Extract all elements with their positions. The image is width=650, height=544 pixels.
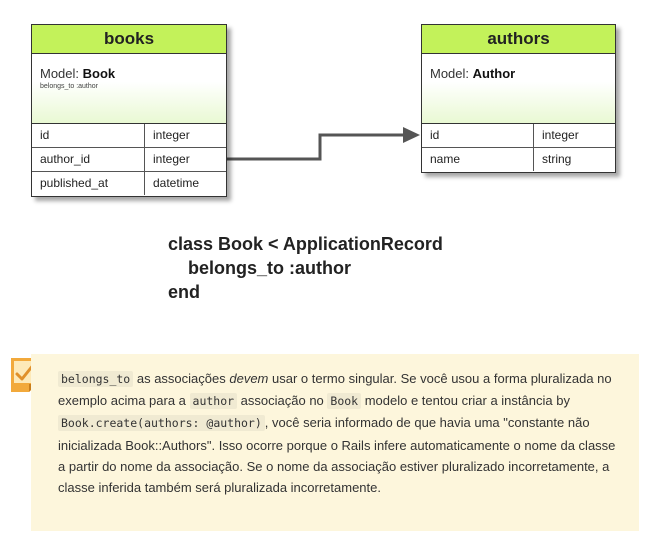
note-box: belongs_to as associações devem usar o t… xyxy=(31,354,639,531)
code-book: Book xyxy=(327,393,362,410)
note-text: associação no xyxy=(237,393,328,409)
note-text: usar o termo singular. Se você usou a fo… xyxy=(58,371,612,409)
column-name: id xyxy=(32,124,145,147)
relation-connector xyxy=(226,127,420,161)
authors-table-title: authors xyxy=(422,25,615,54)
code-book-create: Book.create(authors: @author) xyxy=(58,415,265,432)
er-diagram: books Model: Book belongs_to :author id … xyxy=(31,24,616,304)
books-model-box: Model: Book belongs_to :author xyxy=(32,54,226,124)
books-table-title: books xyxy=(32,25,226,54)
code-author: author xyxy=(189,393,238,410)
code-snippet: class Book < ApplicationRecord belongs_t… xyxy=(168,232,443,304)
model-label: Model: xyxy=(40,66,83,81)
column-name: id xyxy=(422,124,534,147)
model-name: Book xyxy=(82,66,116,81)
model-label: Model: xyxy=(430,66,473,81)
column-name: name xyxy=(422,148,534,171)
model-name: Author xyxy=(472,66,516,81)
authors-model-box: Model: Author xyxy=(422,54,615,124)
column-type: integer xyxy=(153,152,190,166)
column-name: published_at xyxy=(32,172,145,195)
note-emphasis: devem xyxy=(229,371,269,386)
code-line: end xyxy=(168,282,201,302)
association-label: belongs_to :author xyxy=(40,83,98,90)
note-text: modelo e tentou criar a instância by xyxy=(361,393,570,409)
column-type: integer xyxy=(542,128,579,142)
note-text: , você seria informado de que havia uma … xyxy=(58,415,616,496)
table-row: published_at datetime xyxy=(32,172,226,195)
table-row: author_id integer xyxy=(32,148,226,172)
table-row: id integer xyxy=(422,124,615,148)
pencil-note-icon xyxy=(11,358,37,392)
column-type: integer xyxy=(153,128,190,142)
code-line: belongs_to :author xyxy=(188,258,351,278)
column-type: string xyxy=(542,152,572,166)
column-type: datetime xyxy=(153,176,200,190)
note-text: as associações xyxy=(133,371,230,386)
code-line: class Book < ApplicationRecord xyxy=(168,234,443,254)
table-row: id integer xyxy=(32,124,226,148)
authors-table: authors Model: Author id integer name st… xyxy=(421,24,616,173)
column-name: author_id xyxy=(32,148,145,171)
table-row: name string xyxy=(422,148,615,171)
code-belongs-to: belongs_to xyxy=(58,371,134,387)
books-table: books Model: Book belongs_to :author id … xyxy=(31,24,227,197)
